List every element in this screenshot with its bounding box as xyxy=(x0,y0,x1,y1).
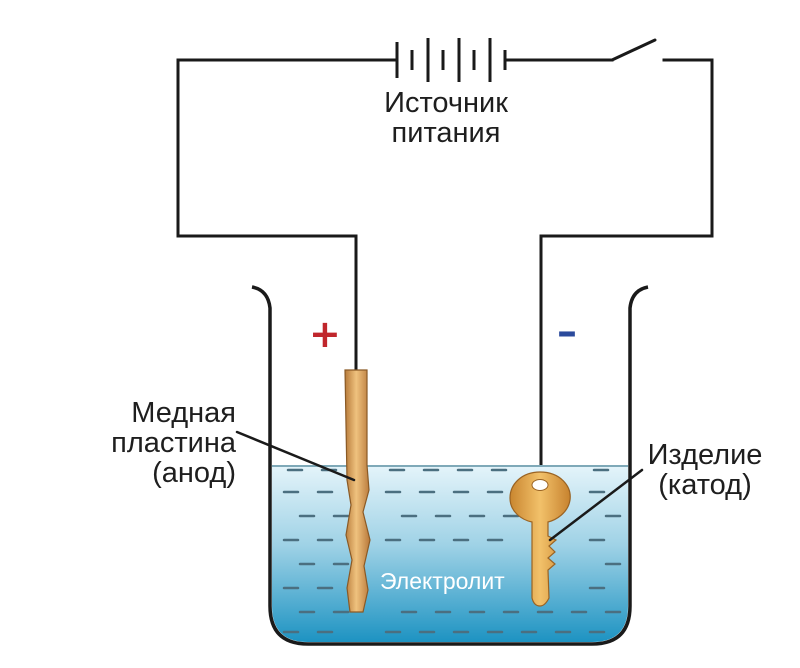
leader-lines xyxy=(235,430,644,542)
power-source-label-line2: питания xyxy=(391,117,501,149)
copper-plate-anode xyxy=(344,369,371,613)
minus-sign: – xyxy=(557,309,577,355)
cathode-label-line2: (катод) xyxy=(658,469,752,501)
electrolyte-label: Электролит xyxy=(380,568,505,594)
beaker-icon xyxy=(251,285,649,646)
switch-icon xyxy=(610,38,657,62)
circuit-wires xyxy=(176,58,714,476)
cathode-leader-line xyxy=(548,468,644,542)
anode-leader-line xyxy=(235,430,356,482)
anode-label: Медная пластина (анод) xyxy=(70,398,236,488)
wire-right xyxy=(539,58,714,476)
anode-label-line3: (анод) xyxy=(152,457,236,489)
plus-sign: + xyxy=(309,312,341,356)
cathode-label: Изделие (катод) xyxy=(630,440,780,500)
power-source-label-line1: Источник xyxy=(384,87,508,119)
power-source-label: Источник питания xyxy=(356,88,536,148)
wire-left xyxy=(176,58,397,372)
liquid-dash-marks xyxy=(282,468,622,634)
anode-label-line1: Медная xyxy=(131,397,236,429)
anode-label-line2: пластина xyxy=(111,427,236,459)
key-cathode-icon xyxy=(509,471,571,607)
cathode-label-line1: Изделие xyxy=(647,439,763,471)
battery-icon xyxy=(395,38,507,82)
